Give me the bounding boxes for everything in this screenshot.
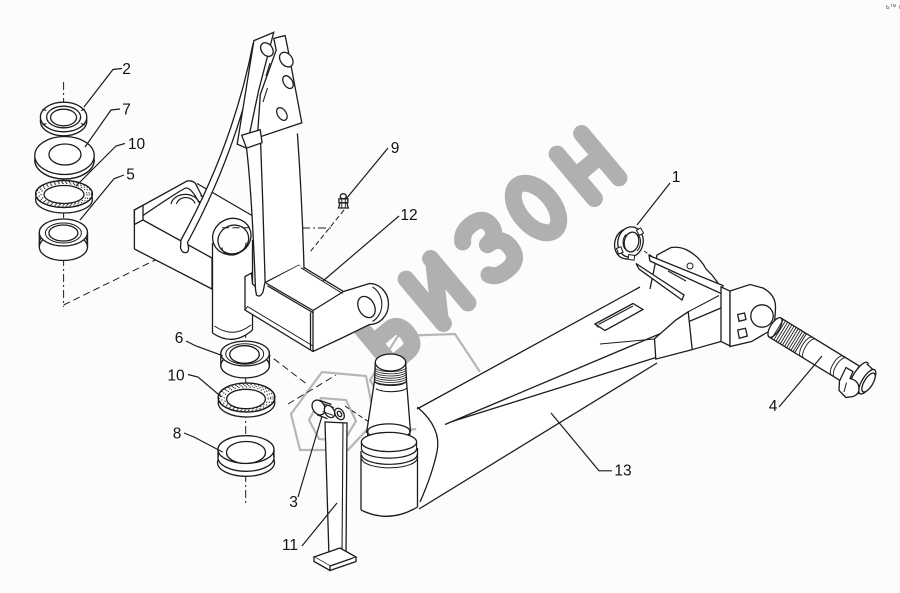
svg-text:3: 3 [289, 494, 298, 511]
svg-text:10: 10 [128, 136, 146, 153]
svg-text:2: 2 [122, 61, 131, 78]
svg-text:9: 9 [391, 140, 400, 157]
svg-text:8: 8 [173, 426, 182, 443]
svg-text:11: 11 [282, 537, 298, 554]
svg-text:4: 4 [769, 398, 778, 415]
svg-text:6: 6 [175, 330, 184, 347]
svg-text:5: 5 [126, 167, 135, 184]
svg-text:7: 7 [122, 102, 131, 119]
svg-text:10: 10 [167, 368, 185, 385]
svg-text:13: 13 [614, 463, 631, 480]
svg-text:12: 12 [400, 207, 417, 224]
svg-text:1: 1 [672, 169, 681, 186]
svg-text:ь™ ооо: ь™ ооо [886, 4, 900, 11]
